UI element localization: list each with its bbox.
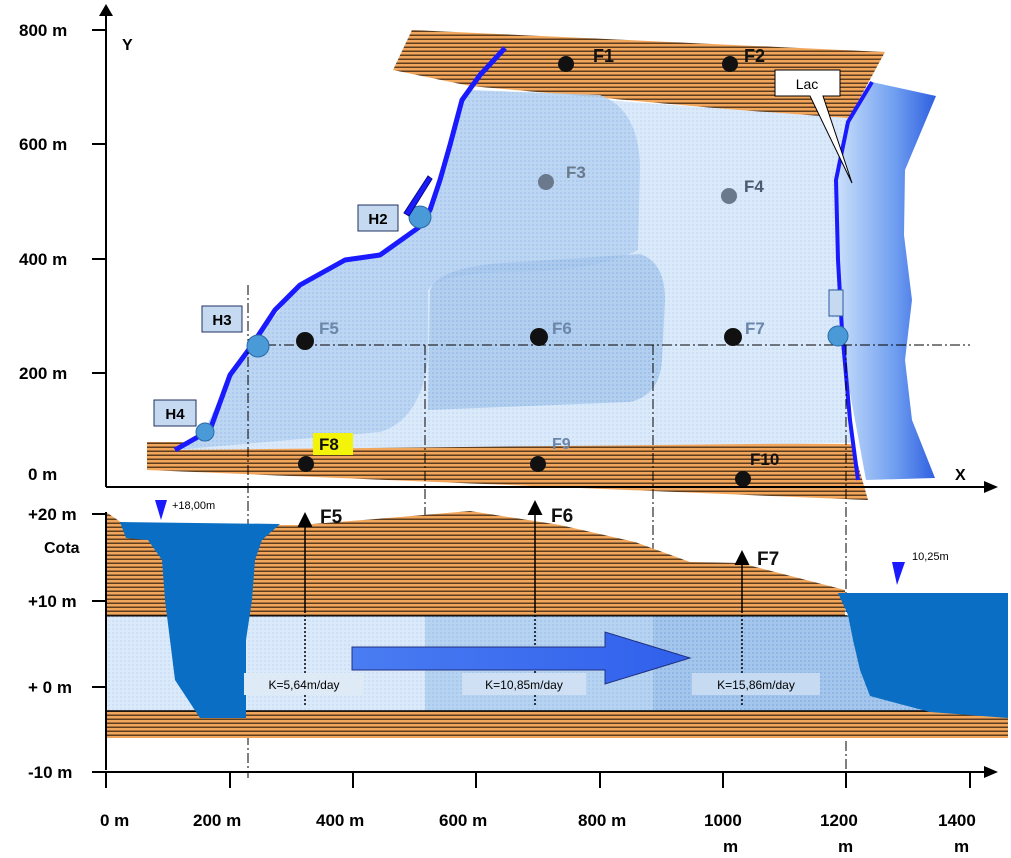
h4-marker (195, 422, 215, 442)
svg-text:Lac: Lac (796, 76, 819, 92)
svg-text:1200: 1200 (820, 811, 858, 830)
svg-text:1400: 1400 (938, 811, 976, 830)
svg-text:Y: Y (122, 37, 133, 54)
svg-text:F2: F2 (744, 46, 765, 66)
svg-text:F7: F7 (757, 549, 779, 570)
bottom-axis-arrowhead (984, 766, 998, 778)
well-labels-plan: F1 F2 F3 F4 F5 F6 F7 F8 F9 F10 (319, 46, 779, 469)
svg-text:F6: F6 (552, 319, 572, 338)
bottom-soil-band (147, 442, 868, 500)
section-elev-ticks (92, 513, 106, 773)
bottom-x-ticks (105, 772, 971, 788)
svg-text:K=10,85m/day: K=10,85m/day (485, 678, 563, 692)
h3-marker (246, 334, 270, 358)
well-f2 (722, 56, 738, 72)
axes (105, 14, 990, 773)
h3-label: H3 (201, 305, 243, 333)
k-label-1: K=5,64m/day (244, 673, 364, 695)
svg-text:H3: H3 (212, 312, 231, 329)
well-f8 (298, 456, 314, 472)
svg-text:m: m (723, 837, 738, 856)
svg-text:H2: H2 (368, 211, 387, 228)
svg-text:400 m: 400 m (19, 250, 67, 269)
svg-text:F4: F4 (744, 177, 764, 196)
section-aquifer-right (653, 616, 853, 711)
k-label-2: K=10,85m/day (462, 673, 586, 695)
y-axis-arrowhead (99, 4, 113, 16)
svg-text:200 m: 200 m (19, 364, 67, 383)
svg-text:200 m: 200 m (193, 811, 241, 830)
section-soil-top (106, 511, 845, 616)
svg-text:F3: F3 (566, 163, 586, 182)
well-f5 (296, 332, 314, 350)
svg-text:X: X (955, 467, 966, 484)
svg-text:1000: 1000 (704, 811, 742, 830)
section-soil-bottom (106, 711, 1008, 738)
svg-text:600 m: 600 m (439, 811, 487, 830)
top-soil-band (393, 30, 885, 120)
svg-text:+10 m: +10 m (28, 592, 77, 611)
svg-text:0 m: 0 m (100, 811, 129, 830)
left-water-level-marker (155, 500, 167, 520)
svg-text:F8: F8 (319, 435, 339, 454)
f8-highlight (313, 433, 353, 455)
flow-arrow (351, 631, 692, 685)
svg-text:800 m: 800 m (19, 21, 67, 40)
lake-marker (827, 325, 849, 347)
well-f9 (530, 456, 546, 472)
svg-text:10,25m: 10,25m (912, 551, 949, 563)
svg-text:+20 m: +20 m (28, 505, 77, 524)
svg-text:F10: F10 (750, 450, 779, 469)
aquifer-zone-center (428, 254, 665, 410)
h2-label: H2 (357, 204, 399, 232)
svg-text:F5: F5 (320, 507, 343, 528)
lake-marker-box (828, 289, 844, 317)
svg-text:m: m (838, 837, 853, 856)
well-f1 (558, 56, 574, 72)
well-f6 (530, 328, 548, 346)
well-f10 (735, 471, 751, 487)
svg-text:H4: H4 (165, 406, 185, 423)
well-f7 (724, 328, 742, 346)
svg-text:K=15,86m/day: K=15,86m/day (717, 678, 795, 692)
svg-text:400 m: 400 m (316, 811, 364, 830)
lake-shore-line (833, 80, 874, 481)
svg-text:600 m: 600 m (19, 135, 67, 154)
x-axis-arrowhead (984, 481, 998, 493)
svg-text:F7: F7 (745, 319, 765, 338)
aquifer-zone-left (175, 90, 640, 450)
svg-text:800 m: 800 m (578, 811, 626, 830)
well-f4 (721, 188, 737, 204)
svg-text:m: m (954, 837, 969, 856)
section-right-water (838, 593, 1008, 718)
h4-label: H4 (153, 399, 197, 427)
lake-area (834, 82, 936, 480)
lake-callout: Lac (774, 69, 853, 184)
right-water-level-marker (892, 562, 905, 585)
h2-marker (408, 205, 432, 229)
h2-pointer (403, 175, 433, 217)
k-label-3: K=15,86m/day (692, 673, 820, 695)
svg-text:+ 0 m: + 0 m (28, 678, 72, 697)
svg-text:+18,00m: +18,00m (172, 500, 215, 512)
svg-text:F1: F1 (593, 46, 614, 66)
svg-text:-10 m: -10 m (28, 763, 72, 782)
wells-plan (296, 56, 751, 487)
svg-text:F9: F9 (552, 436, 571, 453)
svg-text:K=5,64m/day: K=5,64m/day (268, 678, 339, 692)
section-wells (297, 500, 750, 705)
section-left-water (120, 522, 280, 718)
svg-text:F6: F6 (551, 506, 573, 527)
well-f3 (538, 174, 554, 190)
svg-text:0 m: 0 m (28, 465, 57, 484)
plan-y-ticks (92, 29, 106, 374)
svg-text:Cota: Cota (44, 540, 80, 557)
svg-text:F5: F5 (319, 319, 339, 338)
river-line (173, 46, 507, 453)
